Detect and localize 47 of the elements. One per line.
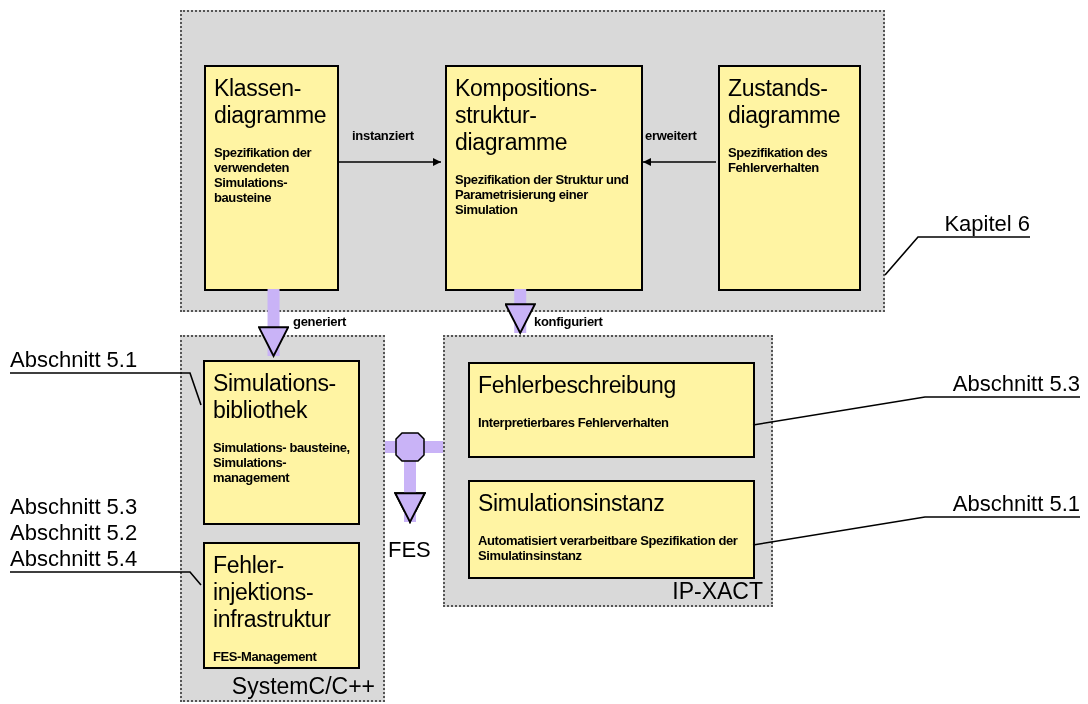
edge-label: konfiguriert [534,314,603,330]
component-box [204,65,339,291]
leader-line [752,396,1081,426]
group-panel [180,10,885,312]
block-arrow [257,289,290,357]
box-description: Simulations- bausteine, Simulations- management [213,440,350,485]
group-panel [180,335,385,702]
leader-line [9,571,202,586]
group-panel [443,335,773,607]
reference-text: Abschnitt 5.1 [10,347,138,373]
box-description: Spezifikation der Struktur und Parametrisierung einer Simulation [455,172,630,217]
edge-label: erweitert [645,128,697,144]
component-box [468,480,755,579]
box-heading: Fehlerbeschreibung [478,372,677,399]
component-box [203,542,360,669]
output-label: FES [388,536,438,564]
panel-label: SystemC/C++ [231,672,375,700]
arrow [336,158,442,166]
box-description: FES-Management [213,649,318,664]
box-heading: Kompositions- struktur- diagramme [455,75,598,156]
box-description: Interpretierbares Fehlerverhalten [478,415,670,430]
panel-label: IP-XACT [672,577,763,605]
reference-text: Abschnitt 5.4 [10,546,138,572]
edge-label: generiert [293,314,346,330]
edge-label: instanziert [352,128,414,144]
leader-line [884,236,1031,276]
block-arrow [504,289,536,334]
box-heading: Simulations- bibliothek [213,370,337,424]
box-heading: Fehler- injektions- infrastruktur [213,552,332,633]
reference-text: Abschnitt 5.2 [10,520,138,546]
box-description: Spezifikation des Fehlerverhalten [728,145,829,175]
box-heading: Simulationsinstanz [478,490,666,517]
box-description: Automatisiert verarbeitbare Spezifikation der Simulatinsinstanz [478,533,739,563]
component-box [718,65,861,291]
reference-text: Abschnitt 5.3 [952,371,1080,397]
reference-text: Abschnitt 5.1 [952,491,1080,517]
box-heading: Zustands- diagramme [728,75,842,129]
leader-line [752,516,1081,546]
leader-line [9,372,202,406]
component-box [468,362,755,458]
component-box [445,65,643,291]
arrow [642,158,717,166]
reference-text: Abschnitt 5.3 [10,494,138,520]
box-description: Spezifikation der verwendeten Simulations- bausteine [214,145,313,205]
reference-text: Kapitel 6 [944,211,1030,237]
component-box [203,360,360,525]
box-heading: Klassen- diagramme [214,75,328,129]
